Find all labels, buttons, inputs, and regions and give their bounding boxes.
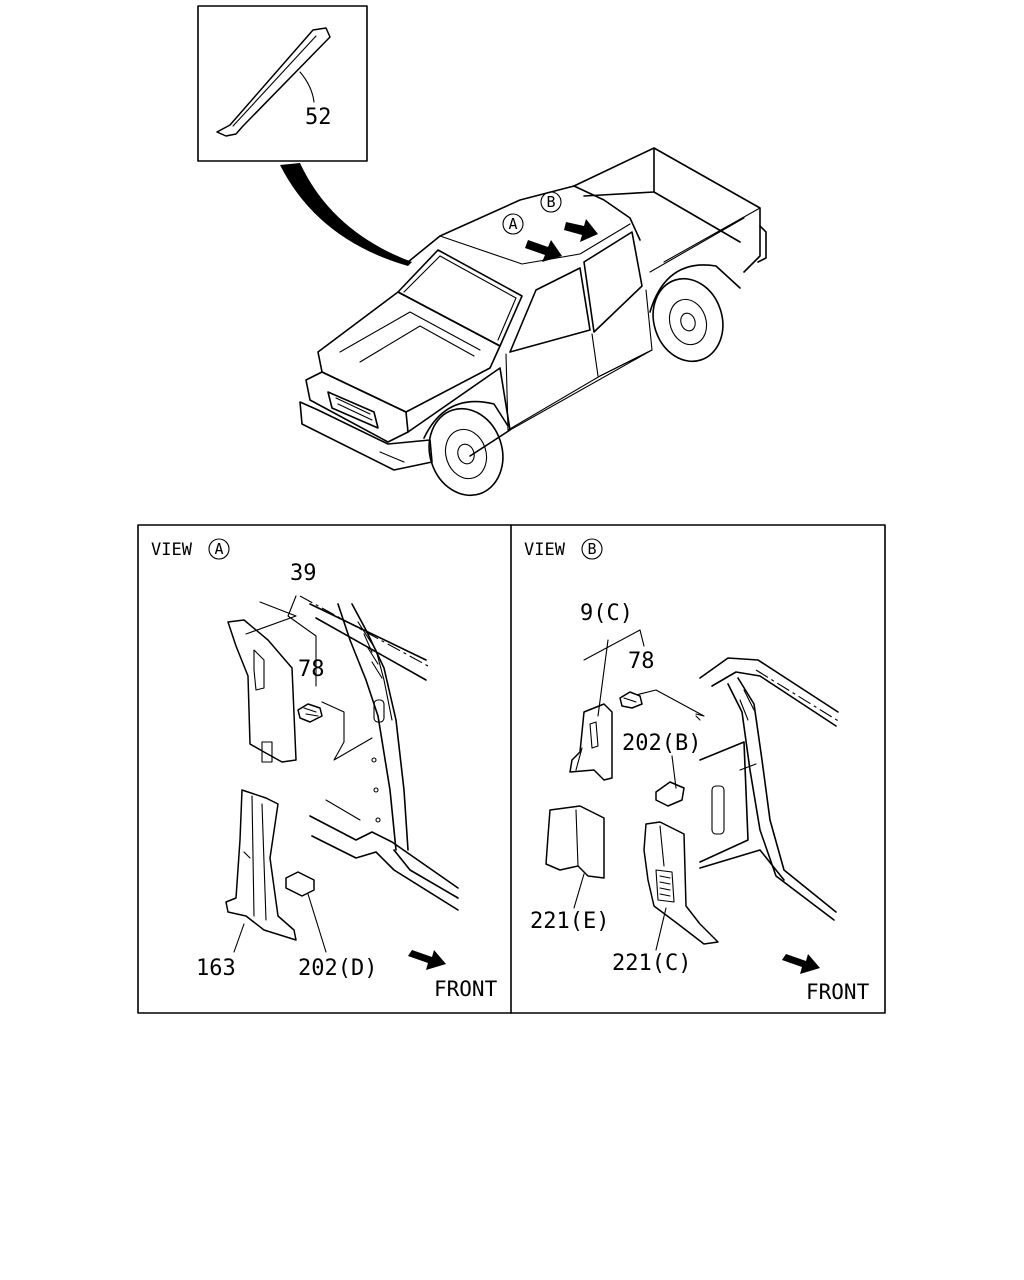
inset-pointer-arrow — [280, 163, 412, 266]
part-label-221c: 221(C) — [612, 951, 691, 976]
view-a-marker: A — [214, 540, 223, 558]
part-9c-pillar-trim — [569, 703, 613, 781]
view-a-panel: VIEW A 39 78 — [151, 538, 498, 1001]
part-label-163: 163 — [196, 956, 236, 981]
front-label-view-a: FRONT — [434, 977, 498, 1001]
part-label-202d: 202(D) — [298, 956, 377, 981]
view-a-arrow — [525, 240, 562, 262]
view-a-title: VIEW — [151, 540, 193, 560]
part-78-clip — [297, 703, 323, 723]
part-39-upper-pillar-trim — [227, 619, 297, 763]
part-221c-trim — [643, 821, 719, 945]
part-label-39: 39 — [290, 561, 317, 586]
part-78-clip-view-b — [619, 691, 643, 709]
a-pillar-trim-part — [216, 27, 331, 137]
view-b-marker: B — [587, 540, 596, 558]
view-b-panel: VIEW B 9(C) 78 — [524, 538, 870, 1004]
part-label-9c: 9(C) — [580, 601, 633, 626]
part-label-78-view-b: 78 — [628, 649, 655, 674]
part-163-lower-pillar-trim — [225, 789, 297, 941]
part-202b-pad — [655, 781, 685, 807]
part-label-52: 52 — [305, 105, 332, 130]
inset-panel: 52 — [197, 5, 368, 162]
leader-52 — [299, 71, 315, 103]
front-label-view-b: FRONT — [806, 980, 870, 1004]
part-label-202b: 202(B) — [622, 731, 701, 756]
part-202d-pad — [285, 871, 315, 897]
vehicle-marker-b: B — [546, 193, 555, 211]
front-arrow-view-b — [782, 954, 820, 974]
part-221e-trim — [545, 805, 605, 879]
part-label-78-view-a: 78 — [298, 657, 325, 682]
view-b-arrow — [564, 219, 598, 242]
front-arrow-view-a — [408, 950, 446, 970]
vehicle-marker-a: A — [508, 215, 517, 233]
view-b-title: VIEW — [524, 540, 566, 560]
pickup-truck-illustration: A B — [299, 147, 767, 497]
part-label-221e: 221(E) — [530, 909, 609, 934]
